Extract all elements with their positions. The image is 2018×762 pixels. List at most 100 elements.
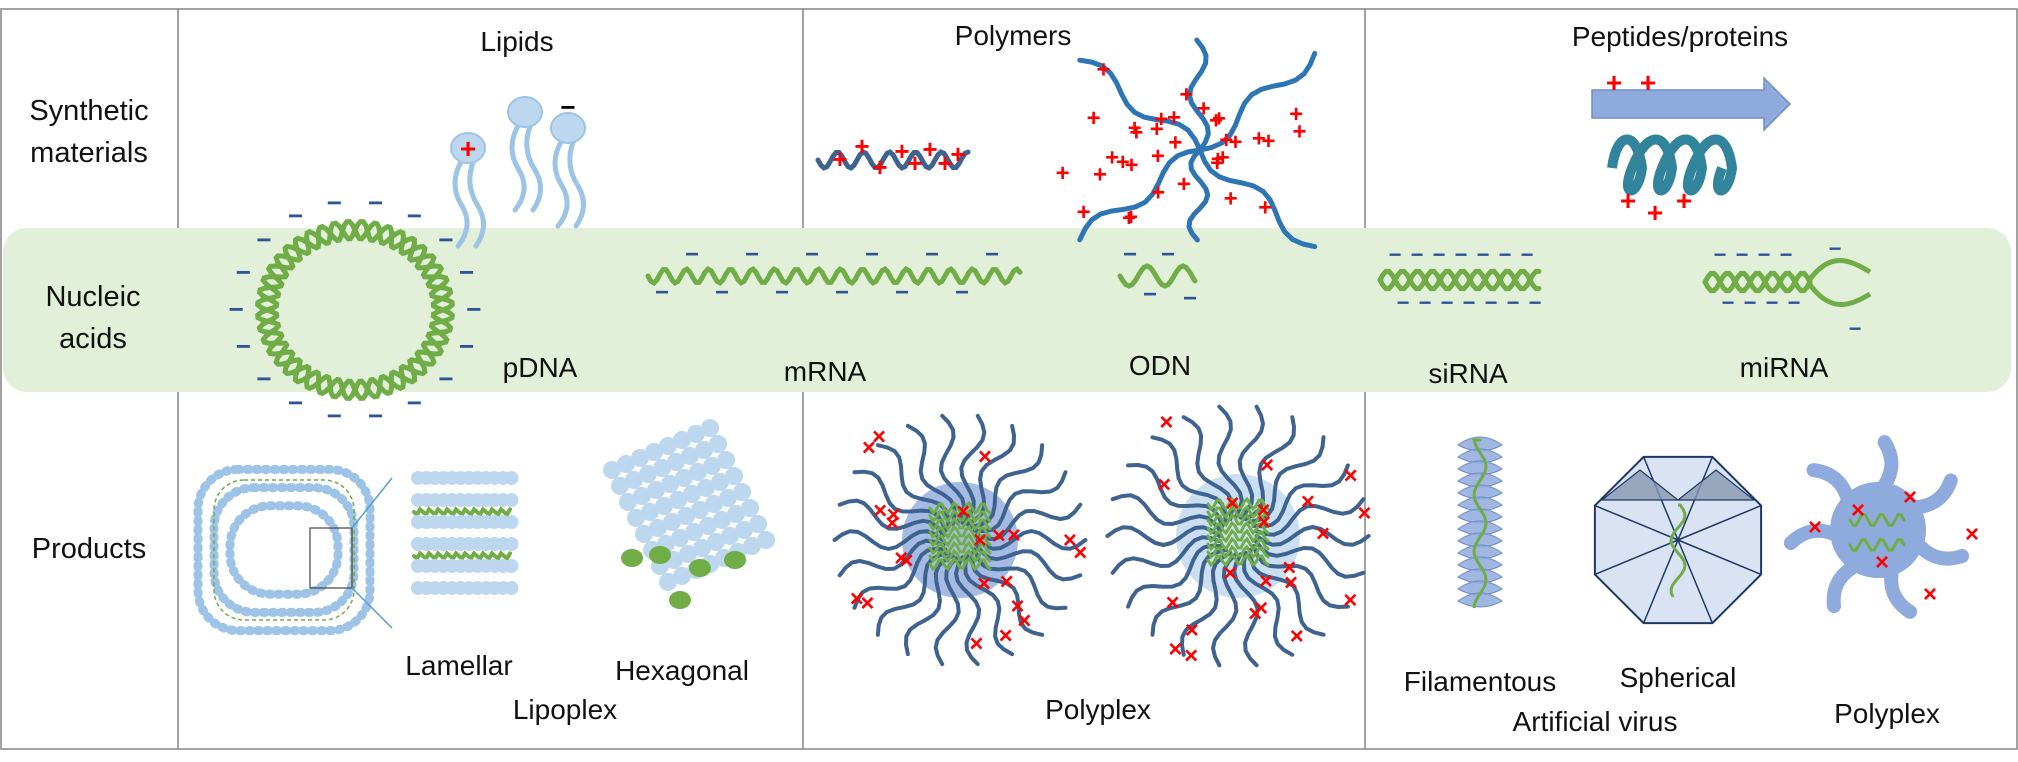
cross-charge: × [1903, 484, 1917, 511]
zoom-line [351, 587, 393, 629]
cross-charge: × [1290, 623, 1304, 650]
minus-charge: − [1441, 290, 1454, 315]
lipid-head [677, 507, 695, 525]
lipid-head [681, 447, 699, 465]
plus-charge: + [1210, 150, 1224, 177]
peptide-arm [1884, 560, 1918, 619]
dna-strand [1206, 536, 1270, 552]
minus-charge: − [466, 294, 481, 324]
polymer-chain [972, 547, 1068, 611]
lipid-head [611, 477, 629, 495]
cross-charge: × [1923, 581, 1937, 608]
cross-charge: × [1007, 522, 1021, 549]
lipid-head [673, 567, 691, 585]
cross-charge: × [977, 571, 991, 598]
sirna-strand [1377, 268, 1542, 292]
polymer-chain [904, 553, 955, 657]
row-label-nucleic-acids: Nucleic acids [18, 276, 168, 360]
cross-charge: × [886, 502, 900, 529]
plus-charge: + [1154, 106, 1168, 133]
lipid-tail [509, 121, 527, 213]
column-header-polymers: Polymers [954, 20, 1072, 51]
minus-charge: − [1477, 242, 1490, 267]
minus-charge: − [1744, 290, 1757, 315]
polymer-chain [1243, 415, 1296, 522]
lipid-head [633, 487, 651, 505]
plus-charge: + [907, 148, 922, 178]
polymer-chain [1248, 435, 1326, 524]
minus-charge: − [1780, 242, 1793, 267]
capsid-edge [1594, 504, 1679, 541]
label-lamellar: Lamellar [405, 650, 513, 681]
polymer-chain [1181, 415, 1235, 522]
lipid-head [701, 419, 719, 437]
plus-charge: + [1093, 161, 1107, 188]
cross-charge: × [1875, 549, 1889, 576]
grid-lines [0, 8, 2018, 750]
odn-strand [1117, 263, 1198, 289]
lipid-head [711, 473, 729, 491]
plus-charge: + [832, 144, 847, 174]
zoom-line [351, 477, 393, 529]
lipid-head [504, 581, 519, 595]
lipid-head [659, 437, 677, 455]
polymer-chain [975, 529, 1088, 551]
polyplex-polymer-products: ××××××××××××××××××××××××××××××××××××××××… [832, 404, 1371, 670]
plus-charge: + [1151, 179, 1165, 206]
polymer-chain [837, 498, 946, 538]
minus-charge: − [1766, 290, 1779, 315]
cross-charge: × [873, 498, 887, 525]
lipid-head [697, 479, 715, 497]
minus-charge: − [745, 241, 759, 268]
cross-charge: × [1248, 600, 1262, 627]
cross-charge: × [973, 527, 987, 554]
lipid-head [661, 475, 679, 493]
lipid-head [719, 489, 737, 507]
dna-core [669, 591, 691, 609]
cross-charge: × [1282, 555, 1296, 582]
plus-charge: + [1122, 205, 1136, 232]
dna-strand [928, 516, 992, 532]
minus-charge: − [895, 279, 909, 306]
minus-charge: − [1143, 281, 1157, 308]
dna-strand [1206, 520, 1270, 536]
dna-strand [1206, 504, 1270, 520]
polymer-chain [852, 546, 948, 610]
linear-polymer [815, 149, 971, 171]
cross-charge: × [992, 522, 1006, 549]
plus-charge: + [1261, 128, 1275, 155]
cross-charge: × [1185, 617, 1199, 644]
cross-charge: × [969, 631, 983, 658]
label-filamentous: Filamentous [1403, 666, 1557, 697]
minus-charge: − [327, 188, 342, 218]
label-artificial-virus: Artificial virus [1512, 706, 1678, 737]
cross-charge: × [1344, 463, 1358, 490]
dna-core [621, 549, 643, 567]
cross-charge: × [1284, 569, 1298, 596]
column-header-peptides-proteins: Peptides/proteins [1571, 21, 1789, 52]
plus-charge: + [1087, 105, 1101, 132]
lipid-head [699, 517, 717, 535]
minus-charge: − [459, 331, 474, 361]
minus-charge: − [1433, 242, 1446, 267]
polymer-chain [837, 538, 946, 578]
minus-charge: − [1788, 290, 1801, 315]
lipid-head [641, 503, 659, 521]
plus-charge: + [1125, 152, 1139, 179]
polymer-chain [1186, 37, 1211, 153]
dna-strand [1206, 528, 1270, 544]
polymer-chain [1254, 525, 1371, 547]
cross-charge: × [1808, 514, 1822, 541]
lipid-tail [567, 137, 586, 229]
plus-charge: + [1150, 116, 1164, 143]
dna-strand [928, 556, 992, 572]
dna-strand [412, 506, 512, 518]
dynamic-artwork: +−++++++++++++++++++++++++++++++++++++++… [193, 37, 1979, 670]
polymer-chain [974, 502, 1083, 542]
filament-subunit [1457, 592, 1503, 608]
dna-core [689, 559, 711, 577]
lipid-head [627, 509, 645, 527]
plus-charge: + [1124, 204, 1138, 231]
lipid-head [673, 431, 691, 449]
lipid-head [625, 471, 643, 489]
